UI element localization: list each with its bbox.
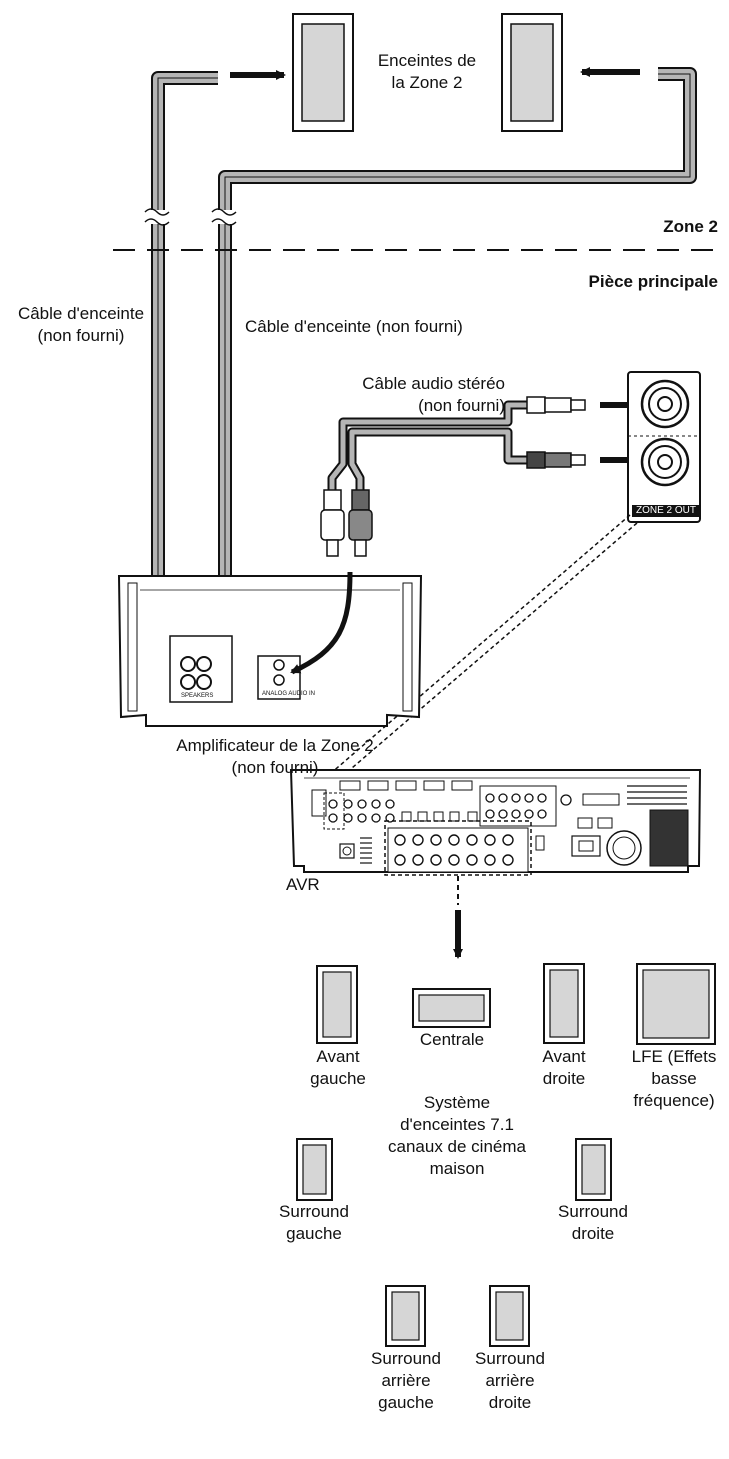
- system-line4: maison: [429, 1159, 485, 1178]
- surround-left-line2: gauche: [286, 1224, 342, 1243]
- main-room-heading: Pièce principale: [588, 272, 718, 291]
- speaker-cable-right-label: Câble d'enceinte (non fourni): [245, 317, 463, 336]
- avr-label: AVR: [286, 875, 320, 894]
- front-left-line1: Avant: [316, 1047, 360, 1066]
- speakers-terminal-label: SPEAKERS: [181, 693, 214, 699]
- surround-back-right-line1: Surround: [475, 1349, 545, 1368]
- stereo-cable-line2: (non fourni): [418, 396, 505, 415]
- zone2-right-speaker: [501, 13, 563, 132]
- lfe-label: LFE (Effets basse fréquence): [620, 1046, 728, 1112]
- stereo-cable-line1: Câble audio stéréo: [362, 374, 505, 393]
- zone2-heading: Zone 2: [663, 217, 718, 236]
- surround-back-right-label: Surround arrière droite: [460, 1348, 560, 1414]
- zone2-speakers-line2: la Zone 2: [391, 73, 463, 92]
- speaker-cable-left-line1: Câble d'enceinte: [17, 304, 145, 323]
- surround-left-line1: Surround: [279, 1202, 349, 1221]
- front-right-line1: Avant: [542, 1047, 586, 1066]
- front-left-label: Avant gauche: [290, 1046, 386, 1090]
- speaker-surround-right: [575, 1138, 612, 1201]
- surround-back-right-line2: arrière: [485, 1371, 535, 1390]
- stereo-audio-cable: [327, 400, 528, 492]
- rca-plug-bottom: [526, 451, 586, 469]
- rca-plug-left-vertical: [320, 489, 345, 557]
- surround-right-label: Surround droite: [543, 1201, 643, 1245]
- surround-right-line1: Surround: [558, 1202, 628, 1221]
- lfe-line2: basse: [651, 1069, 697, 1088]
- stereo-cable-label: Câble audio stéréo (non fourni): [360, 373, 505, 417]
- amplifier-line2: (non fourni): [231, 758, 319, 777]
- speaker-center: [412, 988, 491, 1028]
- avr-receiver: [289, 769, 702, 876]
- cable-break-marks: [144, 208, 237, 226]
- zone2-amplifier: [117, 575, 423, 727]
- front-right-label: Avant droite: [518, 1046, 610, 1090]
- center-label: Centrale: [419, 1030, 485, 1049]
- lfe-line3: fréquence): [633, 1091, 715, 1110]
- zone2-out-panel: [627, 371, 701, 523]
- surround-back-left-line2: arrière: [381, 1371, 431, 1390]
- arrow-into-amp: [290, 571, 353, 675]
- zone2-out-label: ZONE 2 OUT: [632, 505, 701, 517]
- front-right-line2: droite: [542, 1069, 586, 1088]
- front-left-line2: gauche: [310, 1069, 366, 1088]
- zone2-speakers-line1: Enceintes de: [377, 51, 477, 70]
- speaker-lfe: [636, 963, 716, 1045]
- system-line2: d'enceintes 7.1: [400, 1115, 514, 1134]
- amplifier-line1: Amplificateur de la Zone 2: [176, 736, 374, 755]
- surround-left-label: Surround gauche: [264, 1201, 364, 1245]
- zone2-speakers-label: Enceintes de la Zone 2: [372, 50, 482, 94]
- speaker-surround-back-left: [385, 1285, 426, 1347]
- rca-plug-top: [526, 396, 586, 414]
- system-label: Système d'enceintes 7.1 canaux de cinéma…: [368, 1092, 546, 1180]
- surround-right-line2: droite: [571, 1224, 615, 1243]
- speaker-surround-left: [296, 1138, 333, 1201]
- surround-back-left-line1: Surround: [371, 1349, 441, 1368]
- lfe-line1: LFE (Effets: [631, 1047, 717, 1066]
- zoom-line-left: [329, 514, 631, 775]
- speaker-cable-left-line2: (non fourni): [37, 326, 125, 345]
- analog-audio-in-label: ANALOG AUDIO IN: [262, 691, 316, 697]
- zoom-line-right: [344, 522, 638, 775]
- system-line1: Système: [423, 1093, 491, 1112]
- speaker-front-left: [316, 965, 358, 1044]
- surround-back-left-line3: gauche: [378, 1393, 434, 1412]
- system-line3: canaux de cinéma: [388, 1137, 526, 1156]
- surround-back-left-label: Surround arrière gauche: [356, 1348, 456, 1414]
- amplifier-label: Amplificateur de la Zone 2 (non fourni): [150, 735, 400, 779]
- speaker-cable-left-label: Câble d'enceinte (non fourni): [0, 303, 162, 347]
- speaker-surround-back-right: [489, 1285, 530, 1347]
- surround-back-right-line3: droite: [488, 1393, 532, 1412]
- speaker-front-right: [543, 963, 585, 1044]
- zone2-left-speaker: [292, 13, 354, 132]
- rca-plug-right-vertical: [348, 489, 373, 557]
